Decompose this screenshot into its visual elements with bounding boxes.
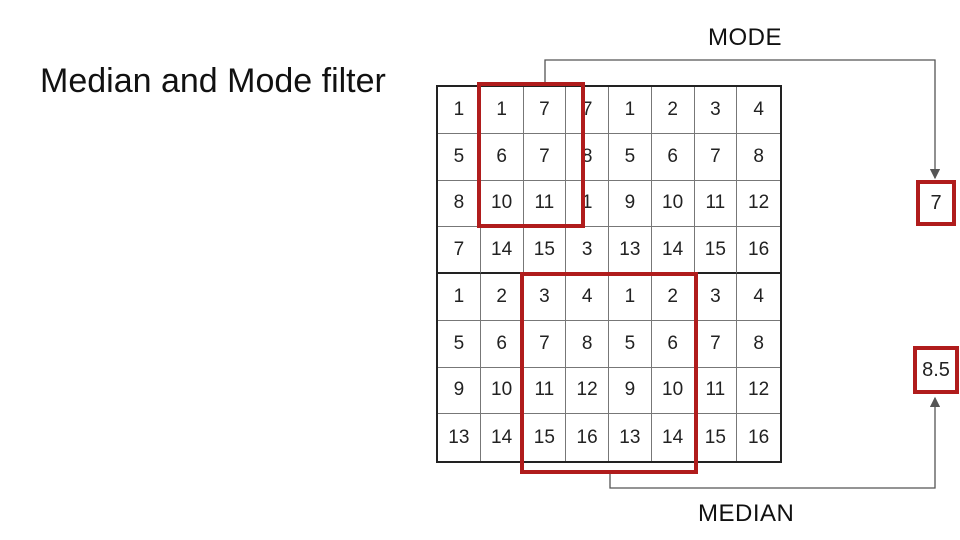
grid-cell: 6 [480, 133, 524, 181]
grid-cell: 11 [694, 180, 738, 228]
grid-cell: 16 [566, 414, 609, 461]
grid-cell: 7 [523, 320, 567, 368]
slide-title: Median and Mode filter [40, 62, 386, 100]
grid-cell: 15 [695, 414, 738, 461]
median-connector-line [609, 396, 941, 489]
grid-cell: 4 [566, 274, 609, 321]
grid-cell: 8 [566, 133, 609, 181]
grid-cell: 13 [438, 414, 481, 461]
grid-cell: 11 [694, 367, 738, 415]
mode-window-box [477, 82, 585, 228]
grid-cell: 12 [737, 368, 780, 415]
grid-cell: 7 [694, 133, 738, 181]
grid-cell: 15 [524, 414, 567, 461]
grid-cell: 12 [566, 367, 609, 415]
median-label: MEDIAN [698, 500, 795, 527]
grid-cell: 15 [694, 227, 738, 274]
grid-cell: 7 [438, 227, 481, 274]
grid-cell: 8 [737, 321, 780, 368]
grid-cell: 9 [609, 367, 652, 415]
median-result-box: 8.5 [913, 346, 959, 394]
grid-cell: 1 [609, 274, 652, 321]
grid-cell: 12 [737, 181, 780, 228]
grid-cell: 9 [438, 367, 481, 415]
grid-cell: 16 [737, 227, 780, 274]
grid-cell: 1 [609, 87, 652, 134]
grid-cell: 3 [694, 87, 738, 134]
grid-cell: 8 [737, 134, 780, 181]
grid-cell: 6 [651, 133, 695, 181]
grid-cell: 7 [523, 133, 567, 181]
grid-cell: 1 [480, 87, 524, 134]
mode-label: MODE [708, 24, 782, 51]
grid-cell: 5 [609, 133, 652, 181]
grid-cell: 5 [609, 320, 652, 368]
grid-cell: 13 [609, 414, 652, 461]
grid-cell: 1 [438, 274, 481, 321]
grid-cell: 4 [737, 87, 780, 134]
grid-cell: 8 [566, 320, 609, 368]
grid-cell: 14 [480, 227, 524, 274]
grid-cell: 1 [566, 180, 609, 228]
grid-cell: 3 [523, 274, 567, 321]
mode-result-box: 7 [916, 180, 956, 226]
grid-cell: 7 [694, 320, 738, 368]
grid-cell: 7 [566, 87, 609, 134]
grid-cell: 9 [609, 180, 652, 228]
grid-cell: 7 [523, 87, 567, 134]
grid-cell: 4 [737, 274, 780, 321]
median-window-box [520, 272, 698, 474]
grid-cell: 10 [651, 180, 695, 228]
grid-cell: 16 [748, 426, 770, 448]
grid-cell: 11 [523, 367, 567, 415]
grid-cell: 3 [694, 274, 738, 321]
mode-connector-line [544, 59, 941, 180]
grid-cell: 5 [438, 320, 481, 368]
grid-cell: 2 [651, 87, 695, 134]
